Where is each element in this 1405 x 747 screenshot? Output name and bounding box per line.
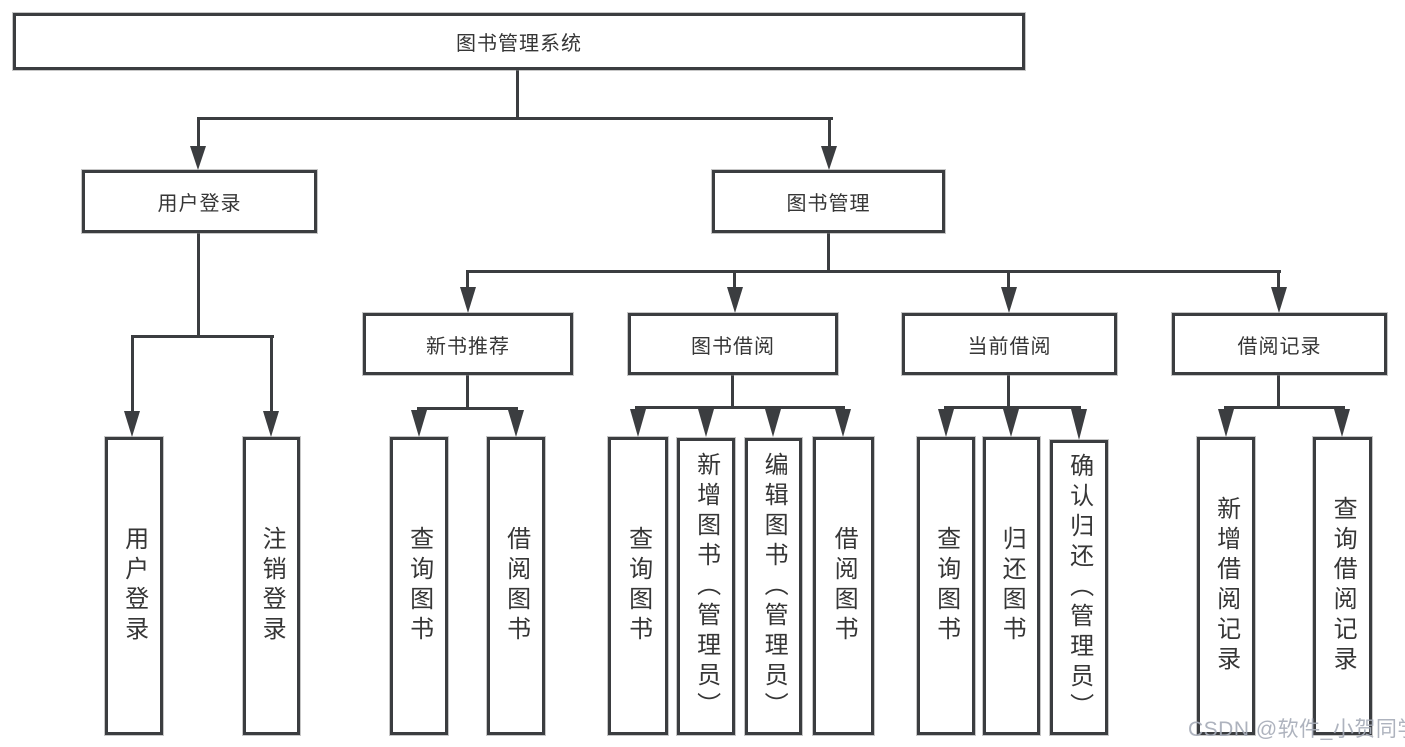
arrow-down-icon xyxy=(1271,287,1287,313)
node-new-book-recommend: 新书推荐 xyxy=(363,313,573,375)
arrow-down-icon xyxy=(411,410,427,437)
node-user-login-leaf: 用户登录 xyxy=(105,437,163,735)
connector-line xyxy=(1007,375,1010,409)
connector-line xyxy=(131,335,134,412)
node-bb-query-books: 查询图书 xyxy=(608,437,668,735)
arrow-down-icon xyxy=(630,409,646,437)
connector-line xyxy=(417,407,518,410)
connector-line xyxy=(197,117,833,120)
node-label: 查询借阅记录 xyxy=(1329,496,1357,676)
node-label: 借阅图书 xyxy=(502,526,530,646)
arrow-down-icon xyxy=(938,409,954,437)
node-label: 查询图书 xyxy=(624,526,652,646)
node-label: 新增图书（管理员） xyxy=(692,451,720,722)
node-br-query-record: 查询借阅记录 xyxy=(1313,437,1372,735)
connector-line xyxy=(131,335,274,338)
connector-line xyxy=(466,270,469,288)
arrow-down-icon xyxy=(263,411,279,437)
connector-line xyxy=(1277,375,1280,409)
node-logout-leaf: 注销登录 xyxy=(243,437,300,735)
connector-line xyxy=(1224,406,1345,409)
node-label: 编辑图书（管理员） xyxy=(760,451,788,722)
node-nb-query-books: 查询图书 xyxy=(390,437,448,735)
node-root: 图书管理系统 xyxy=(13,13,1025,70)
node-label: 确认归还（管理员） xyxy=(1065,452,1093,723)
arrow-down-icon xyxy=(508,410,524,437)
watermark: CSDN @软件_小贺同学 xyxy=(1188,718,1405,741)
arrow-down-icon xyxy=(124,411,140,437)
arrow-down-icon xyxy=(1003,409,1019,437)
arrow-down-icon xyxy=(821,146,837,170)
arrow-down-icon xyxy=(1334,409,1350,437)
node-label: 图书借阅 xyxy=(691,335,775,358)
node-bb-edit-books-admin: 编辑图书（管理员） xyxy=(745,438,802,735)
node-book-management: 图书管理 xyxy=(712,170,945,233)
arrow-down-icon xyxy=(727,287,743,313)
connector-line xyxy=(270,335,273,412)
node-label: 归还图书 xyxy=(998,526,1026,646)
arrow-down-icon xyxy=(1071,409,1087,440)
arrow-down-icon xyxy=(1001,287,1017,313)
node-label: 用户登录 xyxy=(157,193,242,215)
node-label: 注销登录 xyxy=(258,526,286,646)
connector-line xyxy=(197,117,200,150)
node-label: 借阅图书 xyxy=(830,526,858,646)
node-label: 借阅记录 xyxy=(1237,335,1322,358)
arrow-down-icon xyxy=(698,409,714,437)
node-cb-return-books: 归还图书 xyxy=(983,437,1040,735)
node-bb-borrow-books: 借阅图书 xyxy=(813,437,874,735)
arrow-down-icon xyxy=(835,409,851,437)
node-label: 查询图书 xyxy=(405,526,433,646)
connector-line xyxy=(731,375,734,409)
node-label: 新增借阅记录 xyxy=(1212,496,1240,676)
arrow-down-icon xyxy=(765,409,781,437)
node-label: 新书推荐 xyxy=(426,335,510,358)
connector-line xyxy=(466,270,1281,273)
arrow-down-icon xyxy=(190,146,206,170)
node-nb-borrow-books: 借阅图书 xyxy=(487,437,545,735)
node-label: 图书管理系统 xyxy=(456,33,582,55)
node-label: 当前借阅 xyxy=(967,335,1052,358)
node-label: 用户登录 xyxy=(120,526,148,646)
node-borrow-records: 借阅记录 xyxy=(1172,313,1387,375)
connector-line xyxy=(197,232,200,338)
node-book-borrowing: 图书借阅 xyxy=(628,313,838,375)
connector-line xyxy=(1007,270,1010,288)
connector-line xyxy=(1277,270,1280,288)
node-current-borrowing: 当前借阅 xyxy=(902,313,1117,375)
connector-line xyxy=(827,233,830,273)
connector-line xyxy=(466,375,469,409)
connector-line xyxy=(733,270,736,288)
node-cb-confirm-return-admin: 确认归还（管理员） xyxy=(1050,440,1108,735)
node-label: 图书管理 xyxy=(786,193,871,215)
connector-line xyxy=(944,406,1081,409)
arrow-down-icon xyxy=(1218,409,1234,437)
connector-line xyxy=(828,117,831,150)
arrow-down-icon xyxy=(460,287,476,313)
connector-line xyxy=(516,70,519,120)
node-cb-query-books: 查询图书 xyxy=(917,437,975,735)
node-bb-add-books-admin: 新增图书（管理员） xyxy=(677,438,735,735)
node-label: 查询图书 xyxy=(932,526,960,646)
connector-line xyxy=(635,406,845,409)
node-user-login-group: 用户登录 xyxy=(82,170,317,233)
node-br-add-record: 新增借阅记录 xyxy=(1197,437,1255,735)
